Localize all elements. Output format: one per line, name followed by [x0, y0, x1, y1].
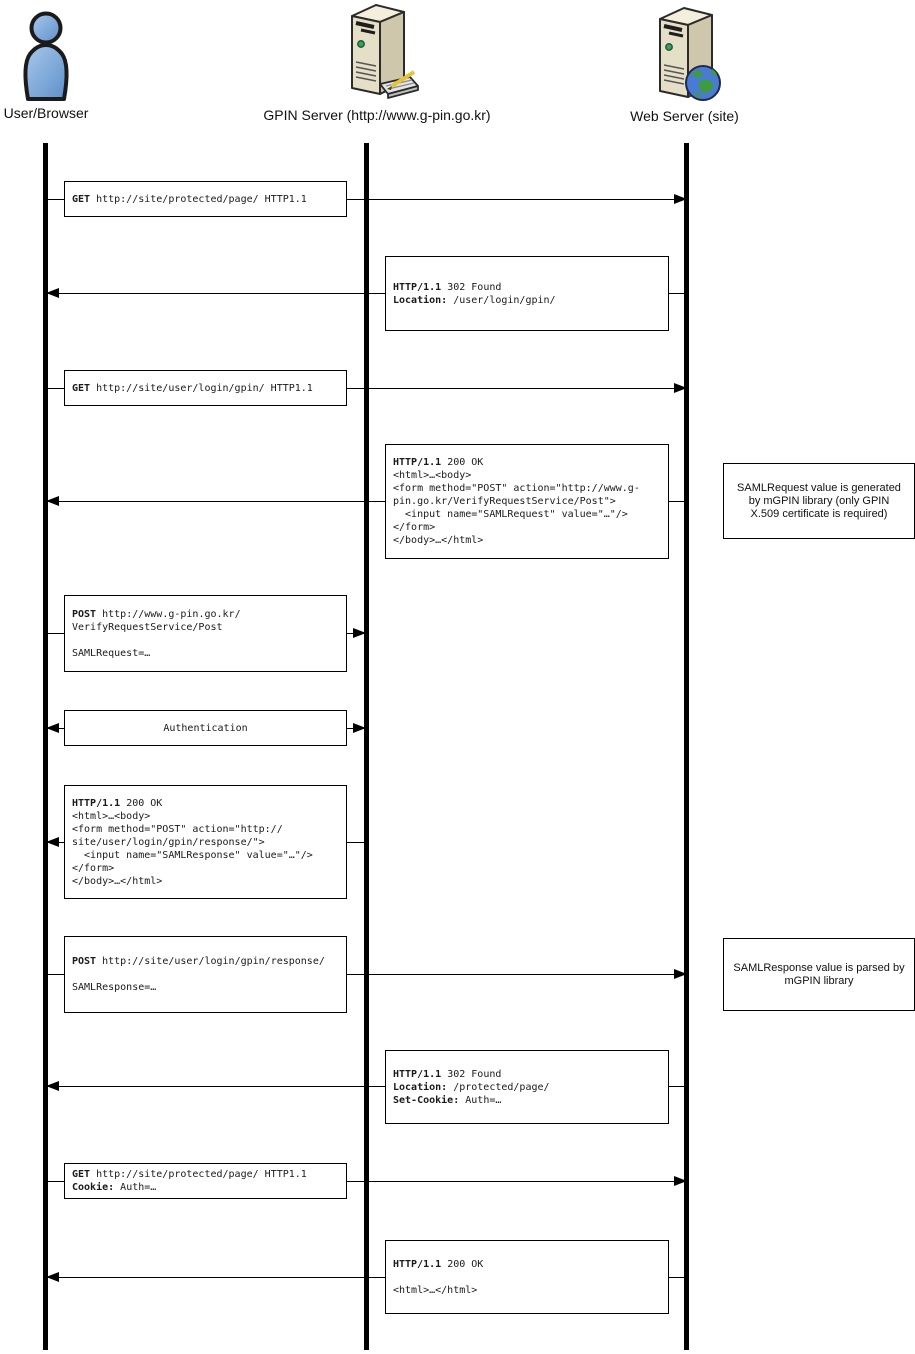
message-302-found-protected: HTTP/1.1 302 Found Location: /protected/…	[385, 1050, 669, 1124]
message-line: </body>…</html>	[72, 875, 163, 887]
actor-web-server: Web Server (site)	[592, 3, 777, 124]
arrow-get-protected-page	[46, 194, 687, 204]
message-line: SAMLRequest=…	[72, 647, 151, 659]
message-line: GET http://site/user/login/gpin/ HTTP1.1	[72, 382, 313, 394]
actor-user: User/Browser	[0, 8, 92, 121]
message-line: GET http://site/protected/page/ HTTP1.1	[72, 193, 307, 205]
arrowhead-left-icon	[46, 1081, 59, 1091]
message-302-found-login: HTTP/1.1 302 Found Location: /user/login…	[385, 256, 669, 331]
lifeline-gpin-server	[364, 143, 369, 1350]
lifeline-web-server	[684, 143, 689, 1350]
lifeline-user	[43, 143, 48, 1350]
message-200-ok-html: HTTP/1.1 200 OK <html>…</html>	[385, 1240, 669, 1314]
user-icon	[23, 11, 69, 101]
message-line: POST http://site/user/login/gpin/respons…	[72, 956, 325, 967]
actor-label-gpin-server: GPIN Server (http://www.g-pin.go.kr)	[263, 107, 491, 123]
arrow-200-ok-samlrequest	[46, 496, 687, 506]
message-line: <html>…</html>	[393, 1284, 478, 1296]
message-line: HTTP/1.1 200 OK	[393, 457, 484, 468]
message-get-protected-page: GET http://site/protected/page/ HTTP1.1	[64, 181, 347, 217]
message-line: GET http://site/protected/page/ HTTP1.1	[72, 1169, 307, 1180]
message-200-ok-samlresponse-form: HTTP/1.1 200 OK <html>…<body> <form meth…	[64, 785, 347, 899]
note-text: SAMLRequest value is generated by mGPIN …	[737, 481, 901, 520]
arrow-post-gpin-response	[46, 969, 687, 979]
message-line: VerifyRequestService/Post	[72, 621, 223, 633]
arrow-200-ok-html	[46, 1272, 687, 1282]
message-line: site/user/login/gpin/response/">	[72, 836, 265, 848]
message-post-gpin-response: POST http://site/user/login/gpin/respons…	[64, 936, 347, 1013]
actor-label-user: User/Browser	[3, 105, 89, 121]
message-line: <input name="SAMLRequest" value="…"/>	[393, 509, 628, 520]
message-line: <input name="SAMLResponse" value="…"/>	[72, 849, 313, 861]
arrowhead-right-icon	[674, 194, 687, 204]
arrowhead-left-icon	[46, 723, 59, 733]
message-post-verify-request: POST http://www.g-pin.go.kr/ VerifyReque…	[64, 595, 347, 672]
note-samlrequest-generated: SAMLRequest value is generated by mGPIN …	[723, 463, 915, 539]
note-samlresponse-parsed: SAMLResponse value is parsed by mGPIN li…	[723, 938, 915, 1011]
actor-label-web-server: Web Server (site)	[630, 108, 739, 124]
message-line: <html>…<body>	[393, 470, 472, 481]
arrowhead-left-icon	[46, 496, 59, 506]
actor-gpin-server: GPIN Server (http://www.g-pin.go.kr)	[242, 0, 512, 123]
arrowhead-right-icon	[674, 1176, 687, 1186]
message-line: pin.go.kr/VerifyRequestService/Post">	[393, 496, 616, 507]
web-server-icon	[658, 7, 721, 101]
message-line: </form>	[393, 522, 436, 533]
arrowhead-left-icon	[46, 837, 59, 847]
message-line	[72, 634, 339, 647]
message-line: Authentication	[163, 722, 248, 734]
message-line	[393, 1271, 661, 1284]
message-line: Cookie: Auth=…	[72, 1182, 157, 1193]
message-authentication: Authentication	[64, 710, 347, 746]
message-line: HTTP/1.1 200 OK	[72, 797, 163, 809]
message-line: HTTP/1.1 200 OK	[393, 1258, 484, 1270]
arrowhead-right-icon	[674, 969, 687, 979]
message-line: Location: /protected/page/	[393, 1081, 550, 1093]
message-line: Set-Cookie: Auth=…	[393, 1094, 502, 1106]
message-line: SAMLResponse=…	[72, 982, 157, 993]
message-line: </body>…</html>	[393, 535, 484, 546]
arrowhead-right-icon	[353, 723, 366, 733]
message-line: </form>	[72, 862, 115, 874]
arrowhead-right-icon	[674, 383, 687, 393]
arrow-get-login-gpin	[46, 383, 687, 393]
arrow-302-found-login	[46, 288, 687, 298]
message-get-login-gpin: GET http://site/user/login/gpin/ HTTP1.1	[64, 370, 347, 406]
arrowhead-left-icon	[46, 1272, 59, 1282]
message-line: Location: /user/login/gpin/	[393, 294, 556, 306]
arrow-get-protected-cookie	[46, 1176, 687, 1186]
arrowhead-left-icon	[46, 288, 59, 298]
gpin-server-icon	[351, 4, 419, 99]
message-line: <form method="POST" action="http://www.g…	[393, 483, 640, 494]
message-line: HTTP/1.1 302 Found	[393, 1068, 502, 1080]
message-line	[72, 968, 339, 981]
arrow-302-found-protected	[46, 1081, 687, 1091]
message-line: HTTP/1.1 302 Found	[393, 281, 502, 293]
message-line: <html>…<body>	[72, 810, 151, 822]
message-line: <form method="POST" action="http://	[72, 823, 283, 835]
note-text: SAMLResponse value is parsed by mGPIN li…	[733, 961, 905, 987]
message-line: POST http://www.g-pin.go.kr/	[72, 608, 241, 620]
message-200-ok-samlrequest-form: HTTP/1.1 200 OK <html>…<body> <form meth…	[385, 444, 669, 559]
message-get-protected-cookie: GET http://site/protected/page/ HTTP1.1 …	[64, 1163, 347, 1199]
arrowhead-right-icon	[353, 628, 366, 638]
